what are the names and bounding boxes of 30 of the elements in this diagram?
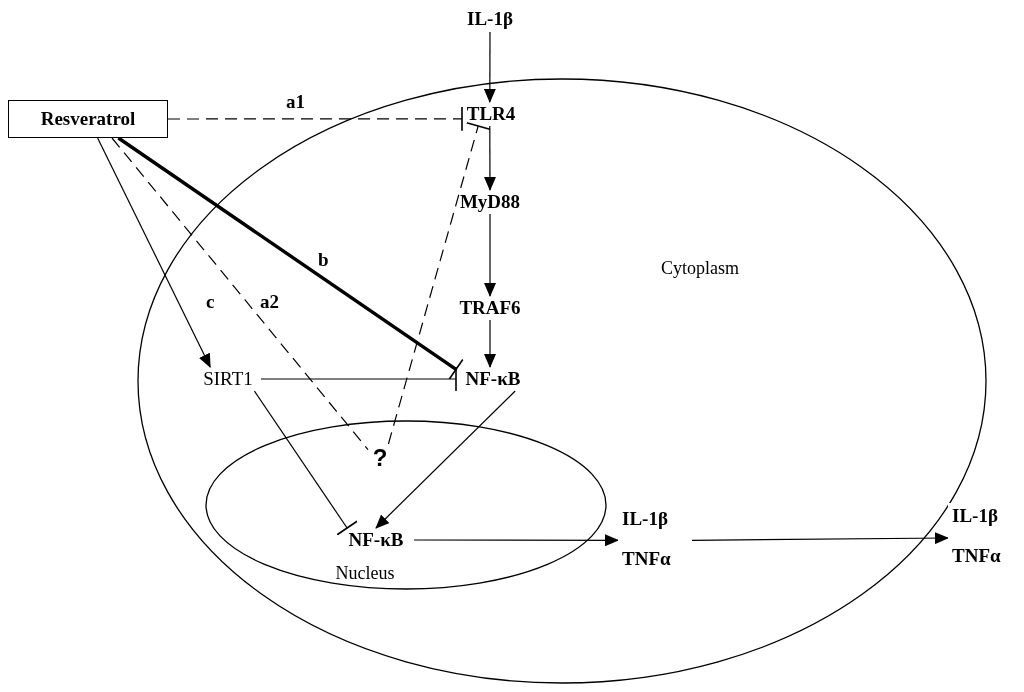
arrow (483, 31, 496, 103)
protein-label: NF-κB (338, 528, 414, 552)
protein-label: NF-κB (456, 367, 530, 391)
connector-line (111, 137, 369, 451)
arrow (691, 532, 949, 545)
cytokine-label: IL-1β (952, 504, 998, 528)
cytokine-label: IL-1β (622, 507, 668, 531)
arrow (413, 534, 619, 547)
arrow (483, 125, 496, 191)
protein-label: MyD88 (452, 190, 528, 214)
inhibition-line (260, 366, 457, 392)
arrow (484, 213, 496, 297)
arrow (375, 390, 516, 529)
protein-label: TLR4 (462, 102, 520, 126)
protein-label: TRAF6 (454, 296, 526, 320)
inhibition-line (387, 121, 491, 445)
inhibition-line (167, 106, 463, 132)
compartment-label: Nucleus (334, 561, 396, 585)
arrow (484, 319, 496, 368)
compartment-label: Cytoplasm (660, 256, 740, 280)
cytokine-label: TNFα (952, 544, 1001, 568)
protein-label: SIRT1 (195, 367, 261, 391)
nucleus-ellipse (205, 420, 607, 590)
inhibition-line (117, 136, 464, 381)
inhibition-line (253, 390, 358, 536)
protein-label: IL-1β (457, 6, 523, 32)
arrow (97, 137, 211, 368)
unknown-mark: ? (368, 444, 392, 472)
cytokine-label: TNFα (622, 547, 671, 571)
drug-box: Resveratrol (8, 100, 168, 138)
